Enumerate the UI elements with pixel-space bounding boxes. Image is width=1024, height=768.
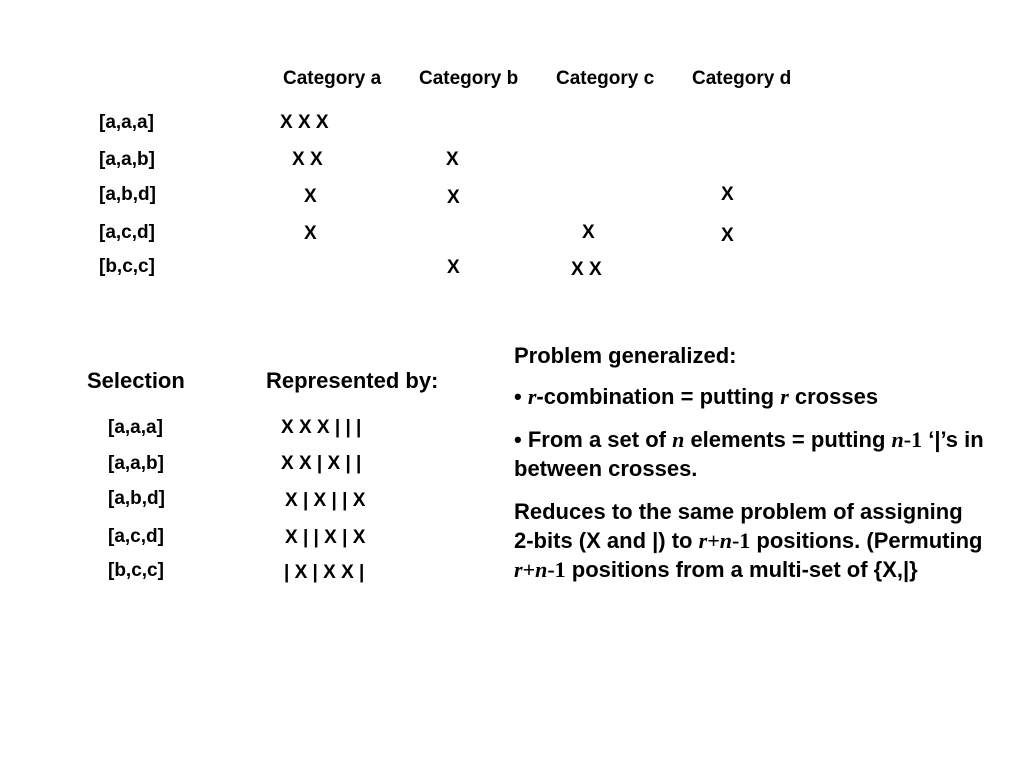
representation: X X X | | | — [281, 417, 362, 438]
row-label: [a,a,a] — [99, 112, 154, 133]
minus-one: -1 — [731, 528, 751, 553]
selection-label: [a,b,d] — [108, 488, 165, 509]
panel-title: Problem generalized: — [514, 343, 737, 368]
bullet-n-elements: • From a set of n elements = putting n-1… — [514, 425, 984, 483]
cell-b: X — [447, 187, 460, 208]
selection-label: [a,a,b] — [108, 453, 164, 474]
bullet-glyph: • — [514, 427, 528, 452]
selection-header: Selection — [87, 368, 185, 393]
para-text: Reduces to the same problem of assigning… — [514, 499, 963, 553]
selection-label: [b,c,c] — [108, 560, 164, 581]
representation: | X | X X | — [284, 562, 365, 583]
bullet-glyph: • — [514, 384, 528, 409]
cell-a: X — [304, 186, 317, 207]
row-label: [a,c,d] — [99, 222, 155, 243]
cell-c: X X — [571, 259, 602, 280]
minus-one: -1 — [547, 557, 566, 582]
bullet-text: elements = putting — [684, 427, 892, 452]
problem-generalized-panel: Problem generalized: • r-combination = p… — [514, 341, 984, 598]
cell-b: X — [446, 149, 459, 170]
bullet-text: crosses — [788, 384, 879, 409]
category-c-header: Category c — [556, 68, 655, 89]
var-r: r — [780, 384, 789, 409]
cell-a: X — [304, 223, 317, 244]
row-label: [a,b,d] — [99, 184, 156, 205]
bullet-text: From a set of — [527, 427, 673, 452]
row-label: [b,c,c] — [99, 256, 155, 277]
bullet-r-combination: • r-combination = putting r crosses — [514, 382, 984, 411]
category-b-header: Category b — [419, 68, 519, 89]
expr-r-plus-n: r+n — [698, 528, 732, 553]
reduces-paragraph: Reduces to the same problem of assigning… — [514, 497, 984, 584]
row-label: [a,a,b] — [99, 149, 155, 170]
cell-d: X — [721, 225, 734, 246]
para-text: positions from a multi-set of {X,|} — [565, 557, 918, 582]
cell-a: X X — [292, 149, 323, 170]
var-n: n — [891, 427, 904, 452]
representation: X | | X | X — [285, 527, 366, 548]
selection-label: [a,c,d] — [108, 526, 164, 547]
bullet-text: ‘|’s in between crosses. — [514, 427, 984, 481]
representation: X | X | | X — [285, 490, 366, 511]
category-d-header: Category d — [692, 68, 792, 89]
para-text: positions. (Permuting — [750, 528, 983, 553]
var-r: r — [527, 384, 537, 409]
minus-one: -1 — [903, 427, 923, 452]
selection-label: [a,a,a] — [108, 417, 163, 438]
represented-by-header: Represented by: — [266, 368, 439, 393]
expr-r-plus-n: r+n — [514, 557, 548, 582]
bullet-text: -combination = putting — [536, 384, 781, 409]
category-a-header: Category a — [283, 68, 382, 89]
cell-c: X — [582, 222, 595, 243]
cell-a: X X X — [280, 112, 329, 133]
cell-d: X — [721, 184, 734, 205]
representation: X X | X | | — [281, 453, 362, 474]
cell-b: X — [447, 257, 460, 278]
var-n: n — [672, 427, 685, 452]
